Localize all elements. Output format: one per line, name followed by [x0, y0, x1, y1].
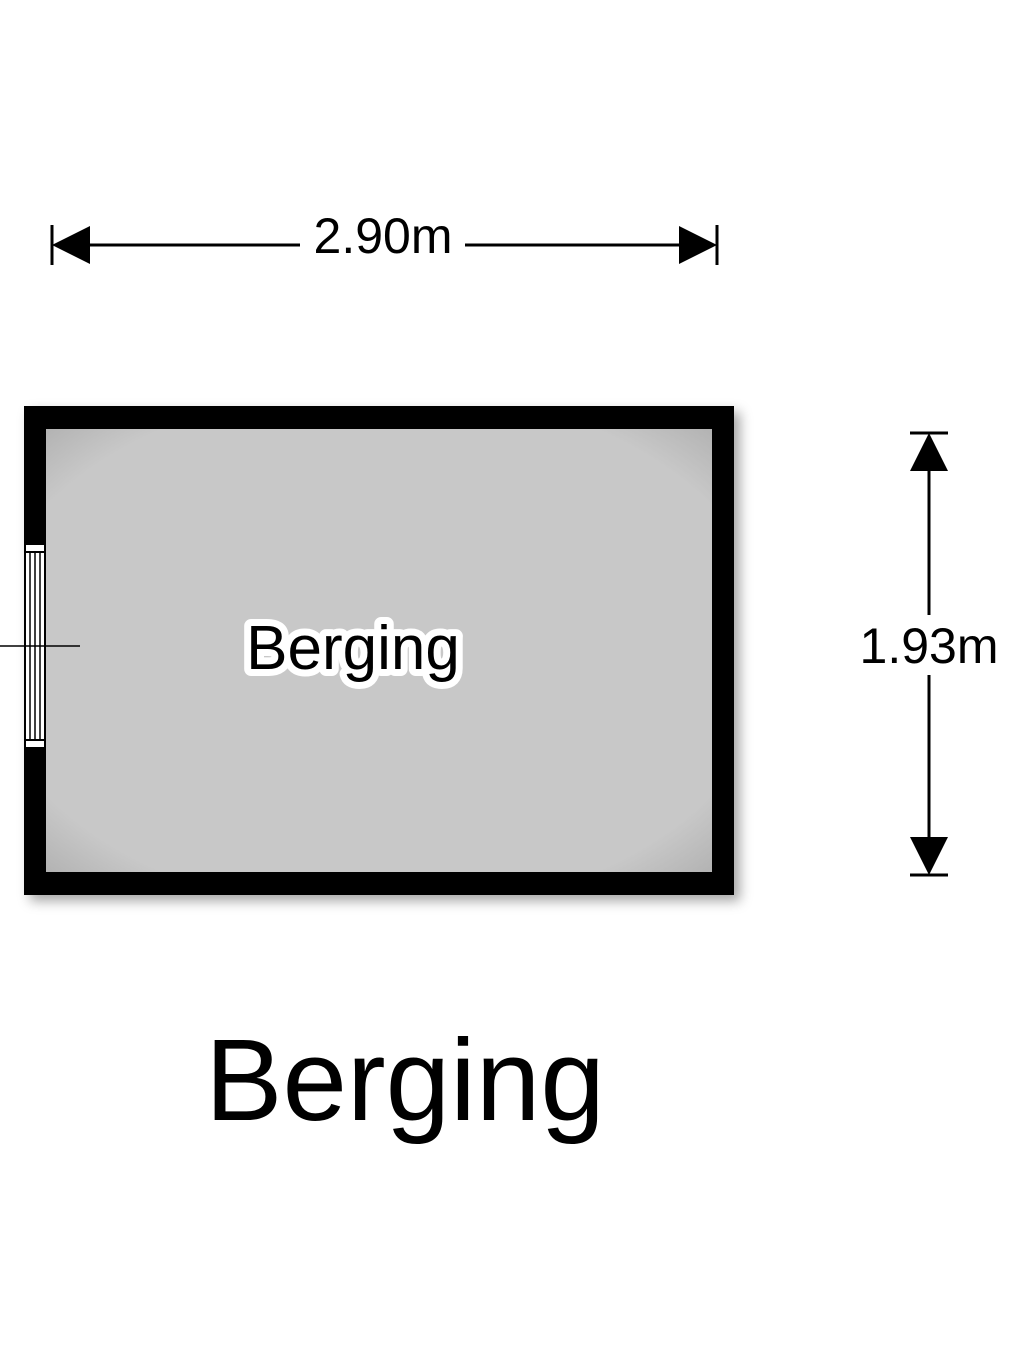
arrow-up-icon: [910, 433, 948, 471]
width-dimension: 2.90m: [50, 208, 719, 265]
arrow-left-icon: [52, 226, 90, 264]
room-label: Berging: [246, 614, 460, 683]
window-icon: [0, 543, 80, 749]
height-dimension-label: 1.93m: [860, 618, 999, 674]
arrow-right-icon: [679, 226, 717, 264]
width-dimension-label: 2.90m: [314, 208, 453, 264]
room-floor: [46, 429, 712, 872]
floorplan-caption: Berging: [205, 1015, 605, 1145]
room: Berging: [0, 406, 734, 895]
arrow-down-icon: [910, 837, 948, 875]
height-dimension: 1.93m: [860, 431, 999, 877]
